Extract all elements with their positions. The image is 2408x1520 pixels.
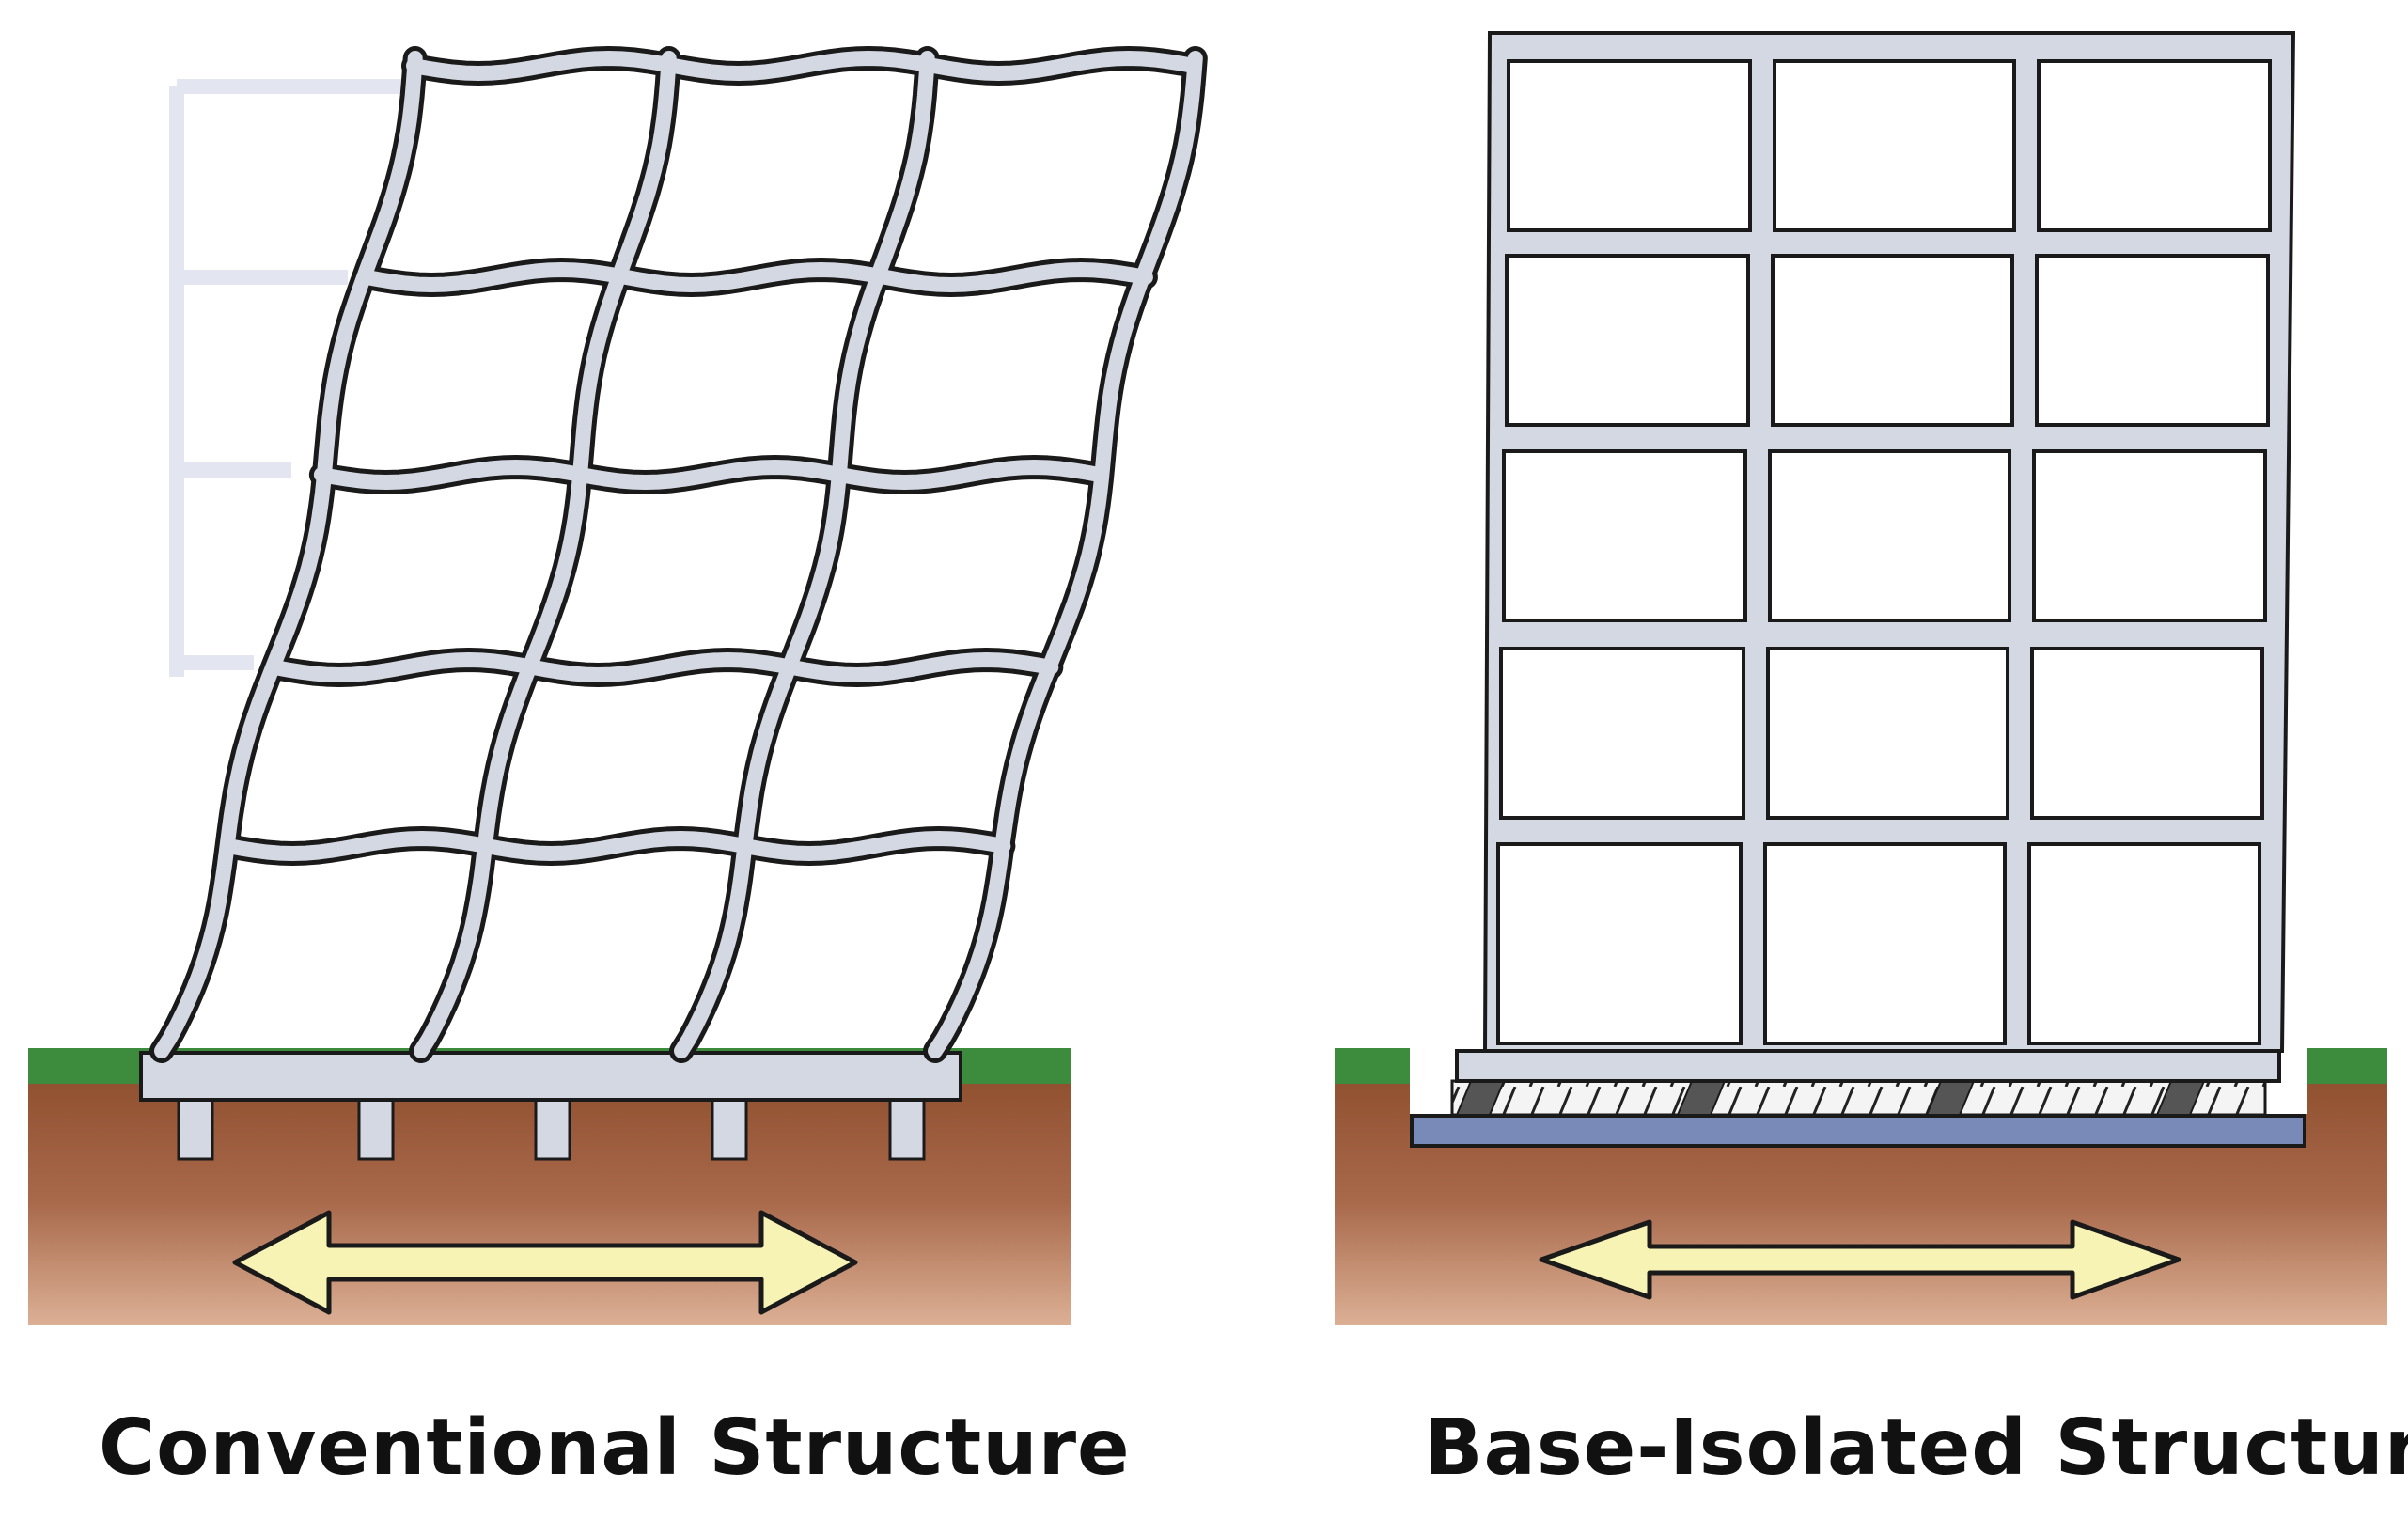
- base-isolated-structure-panel: [1335, 31, 2387, 1325]
- frame-member: [313, 460, 1107, 490]
- isolation-bearings: [1450, 1079, 2267, 1117]
- frame-member: [414, 51, 677, 1058]
- frame-member: [406, 51, 1201, 81]
- frame-member: [674, 51, 935, 1058]
- base-slab-right: [1455, 1049, 2281, 1083]
- rigid-frame: [1482, 31, 2296, 1053]
- double-headed-arrow-icon: [232, 1210, 858, 1315]
- ghost-original-frame: [169, 79, 414, 677]
- frame-member: [267, 652, 1059, 682]
- frame-member-outline: [669, 46, 940, 1063]
- frame-member: [928, 51, 1203, 1058]
- base-isolated-structure-caption: Base-Isolated Structure: [1424, 1403, 2408, 1493]
- isolation-base-plate: [1410, 1114, 2306, 1148]
- frame-member: [220, 831, 1011, 861]
- deformed-frame: [149, 46, 1208, 1063]
- frame-member-outline: [149, 46, 428, 1063]
- base-slab-left: [139, 1051, 962, 1102]
- frame-member: [154, 51, 423, 1058]
- foundation-piles: [177, 1093, 926, 1161]
- frame-member-outline: [923, 46, 1208, 1063]
- rubber-bearing-pads: [1455, 1080, 2206, 1116]
- grass-strip-right-edge: [2307, 1048, 2387, 1084]
- frame-member-outline: [409, 46, 681, 1063]
- conventional-structure-caption: Conventional Structure: [99, 1403, 1131, 1493]
- grass-strip-left-edge: [1335, 1048, 1410, 1084]
- frame-member: [359, 262, 1153, 292]
- double-headed-arrow-icon: [1539, 1219, 2181, 1300]
- conventional-structure-panel: [28, 46, 1208, 1325]
